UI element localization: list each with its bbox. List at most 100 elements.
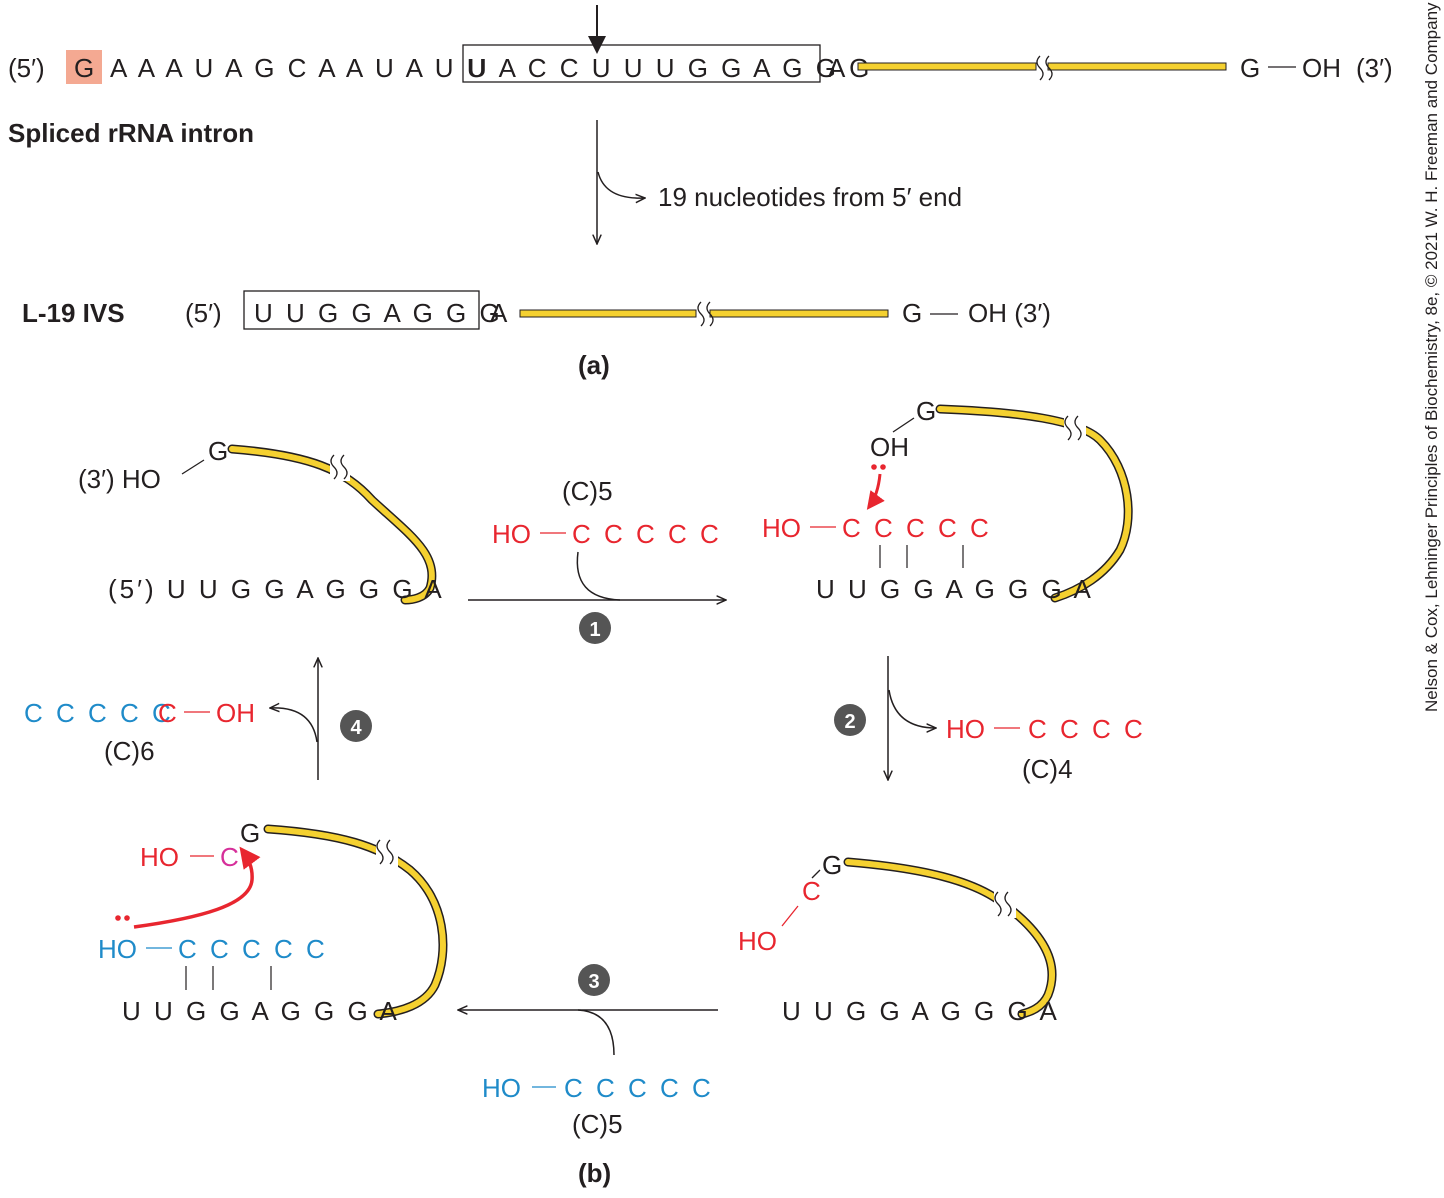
ivs-seq-after: A: [490, 298, 510, 328]
r1-c5: (C)5: [562, 476, 613, 506]
state-3-intermediate: G C HO U U G G A G G G A: [738, 850, 1060, 1026]
lone-pair-dot: [880, 464, 886, 470]
ivs-boxed-region: [243, 290, 480, 330]
r3-cs: C C C C C: [564, 1073, 714, 1103]
step-2-number: 2: [844, 711, 855, 733]
lone-pair-dot: [115, 915, 121, 921]
s4-seq: U U G G A G G G A: [122, 996, 400, 1026]
intron-3prime-label: (3′): [1356, 53, 1393, 83]
r2-ho: HO: [946, 714, 985, 744]
reaction-1: (C)5 HO C C C C C 1: [468, 476, 726, 644]
ivs-strand-right: [709, 309, 889, 318]
state-2-complex: G OH HO C C C C C U U G G A G G G A: [762, 396, 1133, 604]
rna-strand: [845, 859, 1055, 1017]
bond-line: [781, 905, 799, 927]
r3-ho: HO: [482, 1073, 521, 1103]
step-4-number: 4: [350, 717, 362, 739]
step-1-number: 1: [589, 619, 600, 641]
r2-c4: (C)4: [1022, 754, 1073, 784]
r1-merge-arrow: [576, 551, 621, 601]
intron-end-g: G: [1240, 53, 1263, 83]
s3-c: C: [802, 876, 821, 906]
intron-seq-pre: A A A U A G C A A U A U U: [110, 53, 489, 83]
rna-strand: [229, 446, 435, 603]
intron-seq-after: A: [828, 53, 848, 83]
s4-c-magenta: C: [220, 842, 239, 872]
state-4-complex: G HO C HO C C C C C U U G G A G G G A: [98, 818, 448, 1026]
s2-g: G: [916, 396, 936, 426]
ivs-end-oh: OH (3′): [968, 298, 1051, 328]
s3-g: G: [822, 850, 842, 880]
ivs-strand-left: [519, 309, 697, 318]
strand-gap: [1064, 414, 1086, 444]
s1-seq: (5′) U U G G A G G G A: [108, 574, 445, 604]
r4-red-c: C: [158, 698, 177, 728]
s4-ho-blue: HO: [98, 934, 137, 964]
intron-strand-right: [1047, 62, 1227, 71]
l19-ivs-label: L-19 IVS: [22, 298, 125, 328]
release-label: 19 nucleotides from 5′ end: [658, 182, 962, 212]
step-3-badge: [578, 964, 610, 996]
reaction-3: 3 HO C C C C C (C)5: [458, 964, 718, 1139]
r4-blue-cs: C C C C C: [24, 698, 174, 728]
caption-a: (a): [578, 350, 610, 380]
r4-c6: (C)6: [104, 736, 155, 766]
intron-end-oh: OH: [1302, 53, 1341, 83]
nucleophilic-attack-arrow: [133, 846, 261, 929]
spliced-intron-label: Spliced rRNA intron: [8, 118, 254, 148]
r1-ho: HO: [492, 519, 531, 549]
ivs-5prime-label: (5′): [185, 298, 222, 328]
release-arrow: [597, 171, 645, 198]
reaction-2: 2 HO C C C C (C)4: [834, 656, 1146, 784]
strand-break-icon: [994, 891, 1012, 917]
credit-line: Nelson & Cox, Lehninger Principles of Bi…: [1422, 2, 1441, 712]
r3-c5: (C)5: [572, 1109, 623, 1139]
s4-ho-red: HO: [140, 842, 179, 872]
nucleophilic-attack-arrow: [866, 473, 885, 510]
bond-line: [892, 417, 915, 433]
r4-release-arrow: [270, 708, 318, 743]
lone-pair-dot: [871, 464, 877, 470]
s2-cs: C C C C C: [842, 513, 992, 543]
s2-oh: OH: [870, 432, 909, 462]
rna-strand-outline: [263, 824, 448, 1019]
intron-5prime-label: (5′): [8, 53, 45, 83]
step-3-number: 3: [588, 971, 599, 993]
s3-ho: HO: [738, 926, 777, 956]
r2-release-arrow: [888, 689, 936, 728]
r4-oh: OH: [216, 698, 255, 728]
state-1-ribozyme: G (3′) HO (5′) U U G G A G G G A: [78, 436, 445, 605]
step-4-badge: [340, 710, 372, 742]
caption-b: (b): [578, 1158, 611, 1188]
reaction-4: 4 C C C C C C OH (C)6: [24, 658, 372, 780]
lone-pair-dot: [124, 915, 130, 921]
s2-seq: U U G G A G G G A: [816, 574, 1094, 604]
ivs-seq-boxed: U U G G A G G G: [254, 298, 503, 328]
intron-strand-left: [857, 62, 1037, 71]
s4-cs: C C C C C: [178, 934, 328, 964]
bond-line: [811, 869, 821, 879]
s2-ho: HO: [762, 513, 801, 543]
r1-cs: C C C C C: [572, 519, 722, 549]
rna-strand: [265, 826, 446, 1017]
s1-g: G: [208, 436, 228, 466]
step-1-badge: [579, 612, 611, 644]
r3-merge-arrow: [577, 1009, 615, 1056]
rna-strand: [937, 406, 1132, 601]
s3-seq: U U G G A G G G A: [782, 996, 1060, 1026]
cleavage-arrowhead: [588, 36, 606, 54]
strand-break-icon: [376, 839, 394, 865]
r2-cs: C C C C: [1028, 714, 1146, 744]
strand-break-icon: [330, 454, 348, 480]
rna-strand-outline: [843, 857, 1057, 1019]
strand-gap: [376, 838, 398, 868]
bond-line: [181, 459, 205, 475]
strand-gap: [330, 455, 350, 481]
intron-boxed-region: [462, 44, 821, 83]
first-g: G: [74, 53, 97, 83]
s1-ho: (3′) HO: [78, 464, 161, 494]
panel-b: G (3′) HO (5′) U U G G A G G G A (C)5 HO…: [24, 396, 1146, 1188]
strand-break-icon: [1064, 415, 1082, 441]
s4-g: G: [240, 818, 260, 848]
